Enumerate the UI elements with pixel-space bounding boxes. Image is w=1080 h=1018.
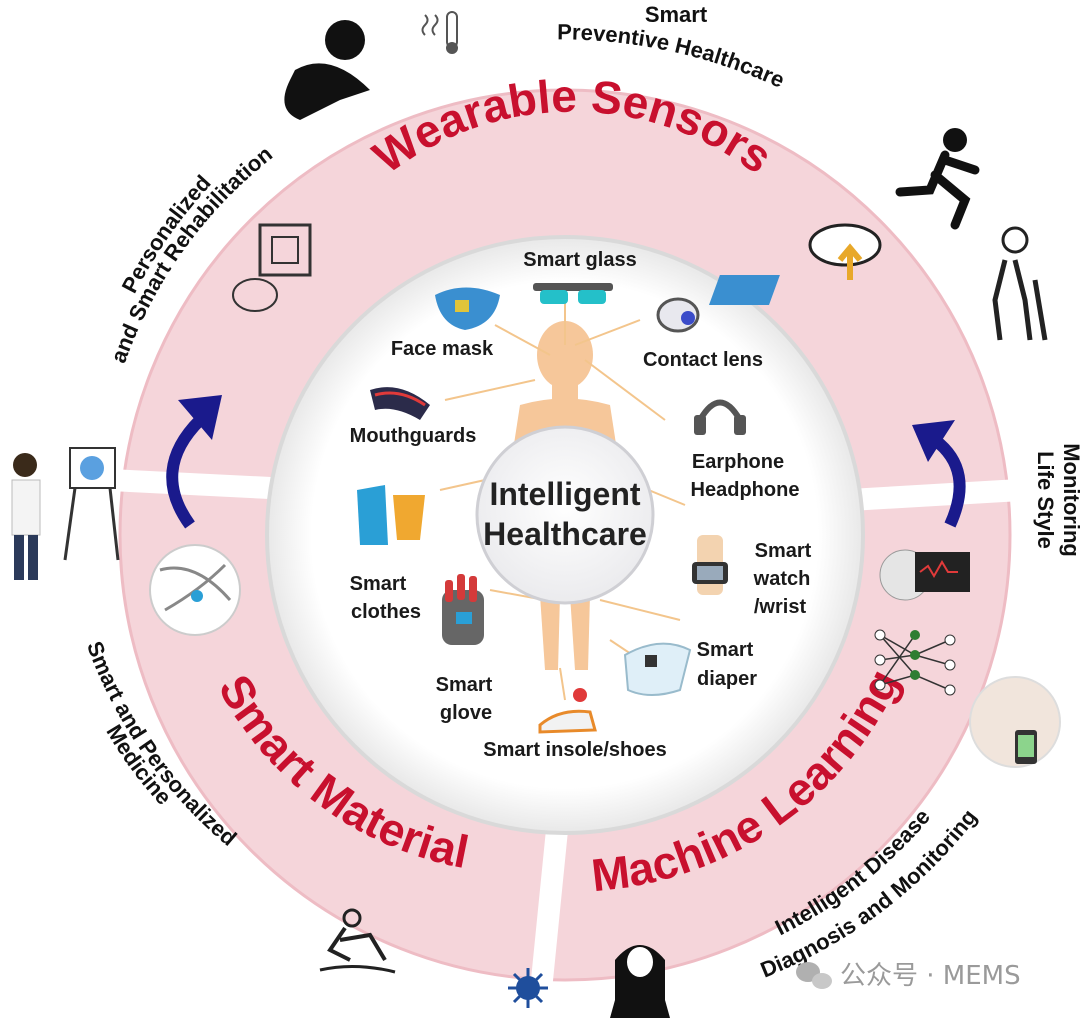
watermark-text: 公众号 · MEMS [840, 961, 1021, 991]
falling-person-icon [319, 908, 396, 974]
smart-glass-icon [533, 283, 613, 304]
label-earphone: Earphone [692, 451, 784, 473]
label-mouthguards: Mouthguards [350, 425, 477, 447]
center-title-line1: Intelligent [489, 476, 640, 512]
label-smart-insole: Smart insole/shoes [483, 739, 666, 761]
phone-monitoring-icon [969, 676, 1061, 768]
doctor-presenting-icon [11, 447, 120, 580]
center-title-line2: Healthcare [483, 516, 647, 552]
label-smart-glass: Smart glass [523, 249, 636, 271]
crawling-baby-icon [284, 20, 370, 120]
thermometer-icon [421, 11, 458, 54]
label-headphone: Headphone [691, 479, 800, 501]
headphone-icon [694, 399, 746, 435]
outer-label-lifestyle-1: Life Style [1033, 451, 1058, 549]
contact-lens-icon [656, 297, 700, 333]
label-smart-glove-1: Smart [436, 674, 493, 696]
arrow-right-icon [912, 420, 966, 528]
molecular-network-icon [149, 544, 241, 636]
center-circle [475, 425, 655, 605]
smart-diaper-icon [623, 642, 692, 696]
wechat-icon [796, 962, 832, 989]
label-smart-diaper-1: Smart [697, 639, 754, 661]
mouthguard-icon [370, 387, 430, 420]
chip-icon [232, 223, 312, 312]
arrow-left-icon [166, 395, 222, 529]
cloud-iot-icon [708, 223, 882, 305]
ai-brain-monitor-icon [879, 549, 970, 601]
neural-network-icon [874, 629, 956, 696]
label-smart-watch-1: Smart [755, 540, 812, 562]
smart-shoe-icon [538, 688, 597, 734]
smart-watch-icon [692, 535, 728, 595]
outer-label-preventive-1: Smart [645, 2, 708, 27]
runner-icon [895, 128, 980, 230]
face-mask-icon [435, 287, 500, 330]
nurse-icon [610, 945, 670, 1018]
label-smart-glove-2: glove [440, 702, 492, 724]
label-smart-clothes-1: Smart [350, 573, 407, 595]
elderly-person-icon [992, 226, 1048, 341]
outer-label-lifestyle-2: Monitoring [1059, 443, 1080, 557]
label-contact-lens: Contact lens [643, 349, 763, 371]
smart-glove-icon [442, 574, 484, 645]
virus-icon [508, 968, 548, 1008]
outer-label-preventive-2: Preventive Healthcare [557, 19, 788, 92]
smart-clothes-icon [357, 485, 425, 545]
label-smart-watch-2: watch [753, 568, 811, 590]
label-smart-diaper-2: diaper [697, 668, 757, 690]
label-smart-clothes-2: clothes [351, 601, 421, 623]
label-smart-watch-3: /wrist [754, 596, 807, 618]
label-face-mask: Face mask [391, 338, 494, 360]
